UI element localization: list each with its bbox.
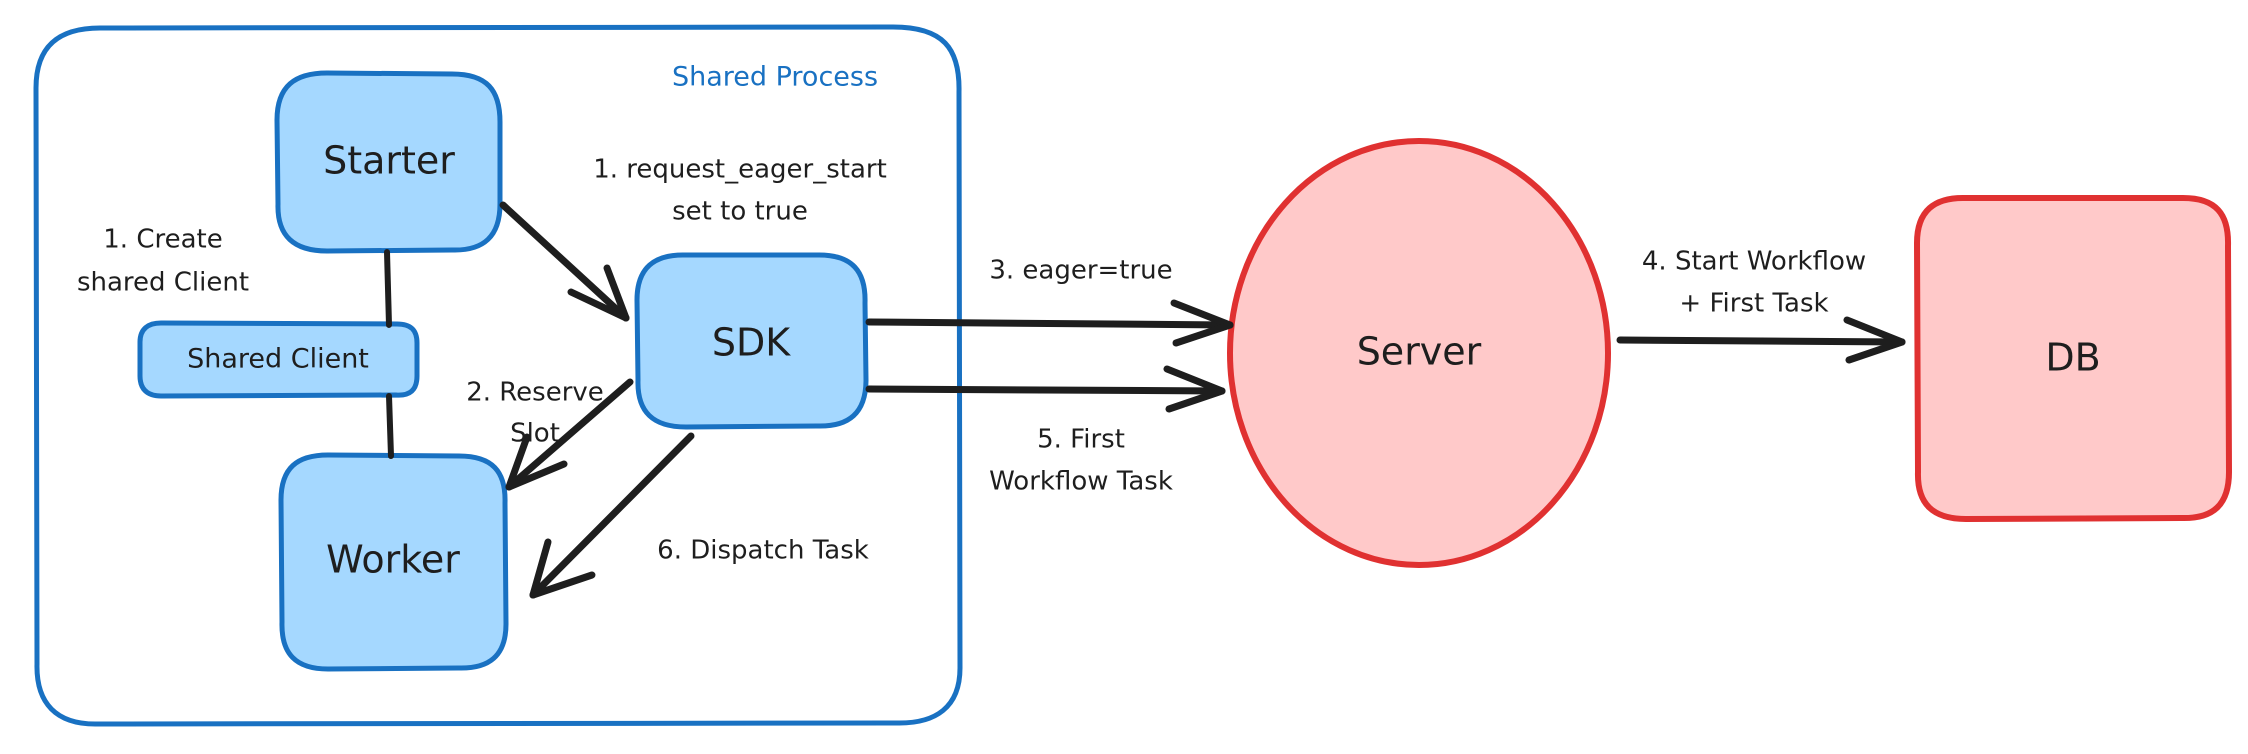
- node-db[interactable]: DB: [1914, 194, 2232, 522]
- label-create-shared-client: 1. Create shared Client: [77, 225, 249, 298]
- edge-line: [529, 432, 695, 599]
- server-shape: [1227, 138, 1611, 568]
- label-start-workflow: 4. Start Workflow + First Task: [1642, 247, 1866, 319]
- node-server[interactable]: Server: [1227, 138, 1611, 568]
- arrowhead: [1843, 316, 1906, 346]
- arrowhead: [1845, 338, 1906, 364]
- arrowhead: [505, 460, 568, 491]
- label-line-2: Slot: [510, 419, 560, 449]
- edge-shared-client-to-worker: [386, 393, 394, 459]
- label-reserve-slot: 2. Reserve Slot: [466, 378, 604, 449]
- edge-line: [865, 385, 1226, 395]
- node-shared-client[interactable]: Shared Client: [137, 320, 420, 399]
- node-sdk[interactable]: SDK: [634, 252, 869, 430]
- edge-line: [505, 378, 634, 491]
- shared-process-title: Shared Process: [672, 62, 878, 93]
- arrowhead: [505, 433, 531, 491]
- label-dispatch-task: 6. Dispatch Task: [657, 536, 869, 566]
- edge-sdk-to-server-first-task: [865, 365, 1226, 413]
- edge-line: [384, 249, 392, 328]
- sdk-shape: [634, 252, 869, 430]
- edge-line: [865, 318, 1234, 329]
- label-line-2: shared Client: [77, 268, 249, 298]
- worker-shape: [278, 452, 509, 672]
- label-line-2: + First Task: [1679, 289, 1828, 319]
- sdk-label: SDK: [712, 321, 791, 365]
- edge-starter-to-sdk: [499, 201, 630, 322]
- shared-process-border: [33, 24, 963, 727]
- edge-sdk-to-worker-dispatch: [529, 432, 695, 599]
- label-line-1: 2. Reserve: [466, 378, 604, 408]
- label-line-2: set to true: [672, 197, 808, 227]
- label-line-1: 4. Start Workflow: [1642, 247, 1866, 277]
- shared-process-group: Shared Process: [33, 24, 963, 727]
- arrowhead: [1163, 365, 1226, 395]
- label-line-1: 1. Create: [103, 225, 222, 255]
- label-first-workflow-task: 5. First Workflow Task: [989, 425, 1173, 497]
- label-text: 3. eager=true: [989, 256, 1172, 286]
- arrowhead: [529, 571, 596, 599]
- label-line-1: 5. First: [1037, 425, 1125, 455]
- edge-line: [386, 393, 394, 459]
- starter-label: Starter: [323, 139, 455, 183]
- label-line-2: Workflow Task: [989, 467, 1173, 497]
- label-line-1: 1. request_eager_start: [593, 155, 887, 185]
- shared-client-shape: [137, 320, 420, 399]
- db-label: DB: [2045, 336, 2100, 380]
- node-worker[interactable]: Worker: [278, 452, 509, 672]
- arrowhead: [567, 288, 630, 322]
- edge-starter-to-shared-client: [384, 249, 392, 328]
- label-text: 6. Dispatch Task: [657, 536, 869, 566]
- edge-server-to-db: [1616, 316, 1906, 364]
- arrowhead: [603, 264, 630, 322]
- worker-label: Worker: [326, 538, 460, 582]
- db-shape: [1914, 194, 2232, 522]
- edge-sdk-to-worker-reserve: [505, 378, 634, 491]
- edge-line: [1616, 336, 1906, 346]
- arrowhead: [1172, 321, 1234, 347]
- shared-client-label: Shared Client: [187, 344, 369, 375]
- edge-sdk-to-server-eager: [865, 299, 1234, 347]
- edge-line: [499, 201, 630, 322]
- arrowhead: [529, 538, 552, 599]
- arrowhead: [1170, 299, 1234, 329]
- arrowhead: [1165, 387, 1226, 413]
- label-request-eager-start: 1. request_eager_start set to true: [593, 155, 887, 227]
- server-label: Server: [1357, 330, 1482, 374]
- label-eager-true: 3. eager=true: [989, 256, 1172, 286]
- node-starter[interactable]: Starter: [274, 70, 503, 254]
